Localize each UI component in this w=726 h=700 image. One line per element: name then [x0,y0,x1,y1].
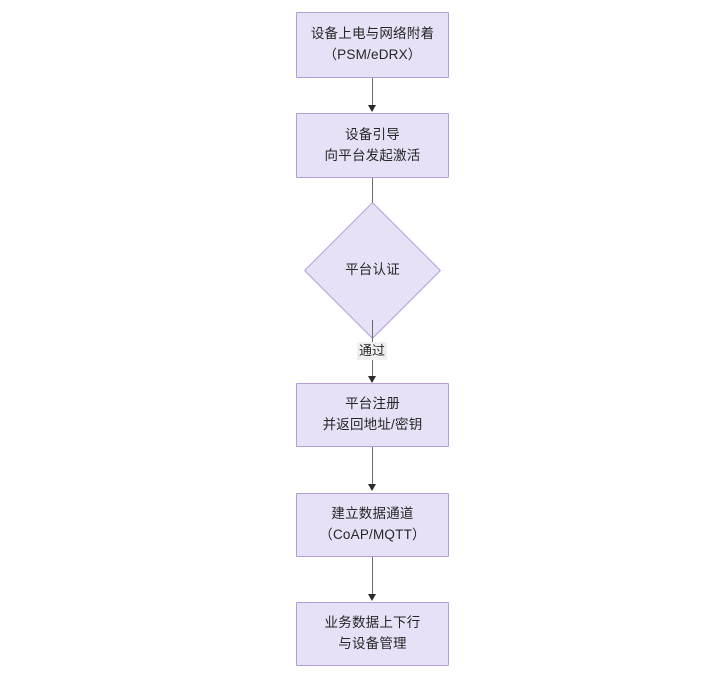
flow-node-platform-register[interactable]: 平台注册 并返回地址/密钥 [296,383,449,447]
flow-edge-n1-n2 [372,78,373,106]
flow-node-line-1: 业务数据上下行 [324,615,421,631]
flow-node-service-data[interactable]: 业务数据上下行 与设备管理 [296,602,449,666]
flow-node-device-power-on[interactable]: 设备上电与网络附着 （PSM/eDRX） [296,12,449,78]
flow-node-line-1: 平台认证 [345,262,400,278]
flow-node-line-1: 平台注册 [345,396,400,412]
flow-node-line-1: 设备上电与网络附着 [310,26,435,42]
flow-edge-n5-n6 [372,557,373,596]
flow-node-device-bootstrap[interactable]: 设备引导 向平台发起激活 [296,113,449,178]
flow-node-line-1: 设备引导 [345,126,400,142]
flow-edge-n4-n5 [372,447,373,486]
flow-node-line-2: 与设备管理 [338,636,407,651]
flow-node-platform-auth[interactable]: 平台认证 [303,201,442,340]
flow-arrowhead-n5-n6 [368,594,376,601]
flow-node-line-2: 向平台发起激活 [324,147,421,163]
flow-arrowhead-n3-n4 [368,376,376,383]
flow-node-line-2: （CoAP/MQTT） [319,527,426,542]
flow-node-data-channel[interactable]: 建立数据通道 （CoAP/MQTT） [296,493,449,557]
flow-arrowhead-n4-n5 [368,484,376,491]
flow-node-line-2: （PSM/eDRX） [323,47,422,62]
flow-arrowhead-n1-n2 [368,105,376,112]
flow-edge-n2-n3 [372,178,373,217]
flow-node-line-1: 建立数据通道 [331,506,414,522]
flow-edge-label-pass: 通过 [357,342,388,360]
flow-node-line-2: 并返回地址/密钥 [322,417,423,432]
